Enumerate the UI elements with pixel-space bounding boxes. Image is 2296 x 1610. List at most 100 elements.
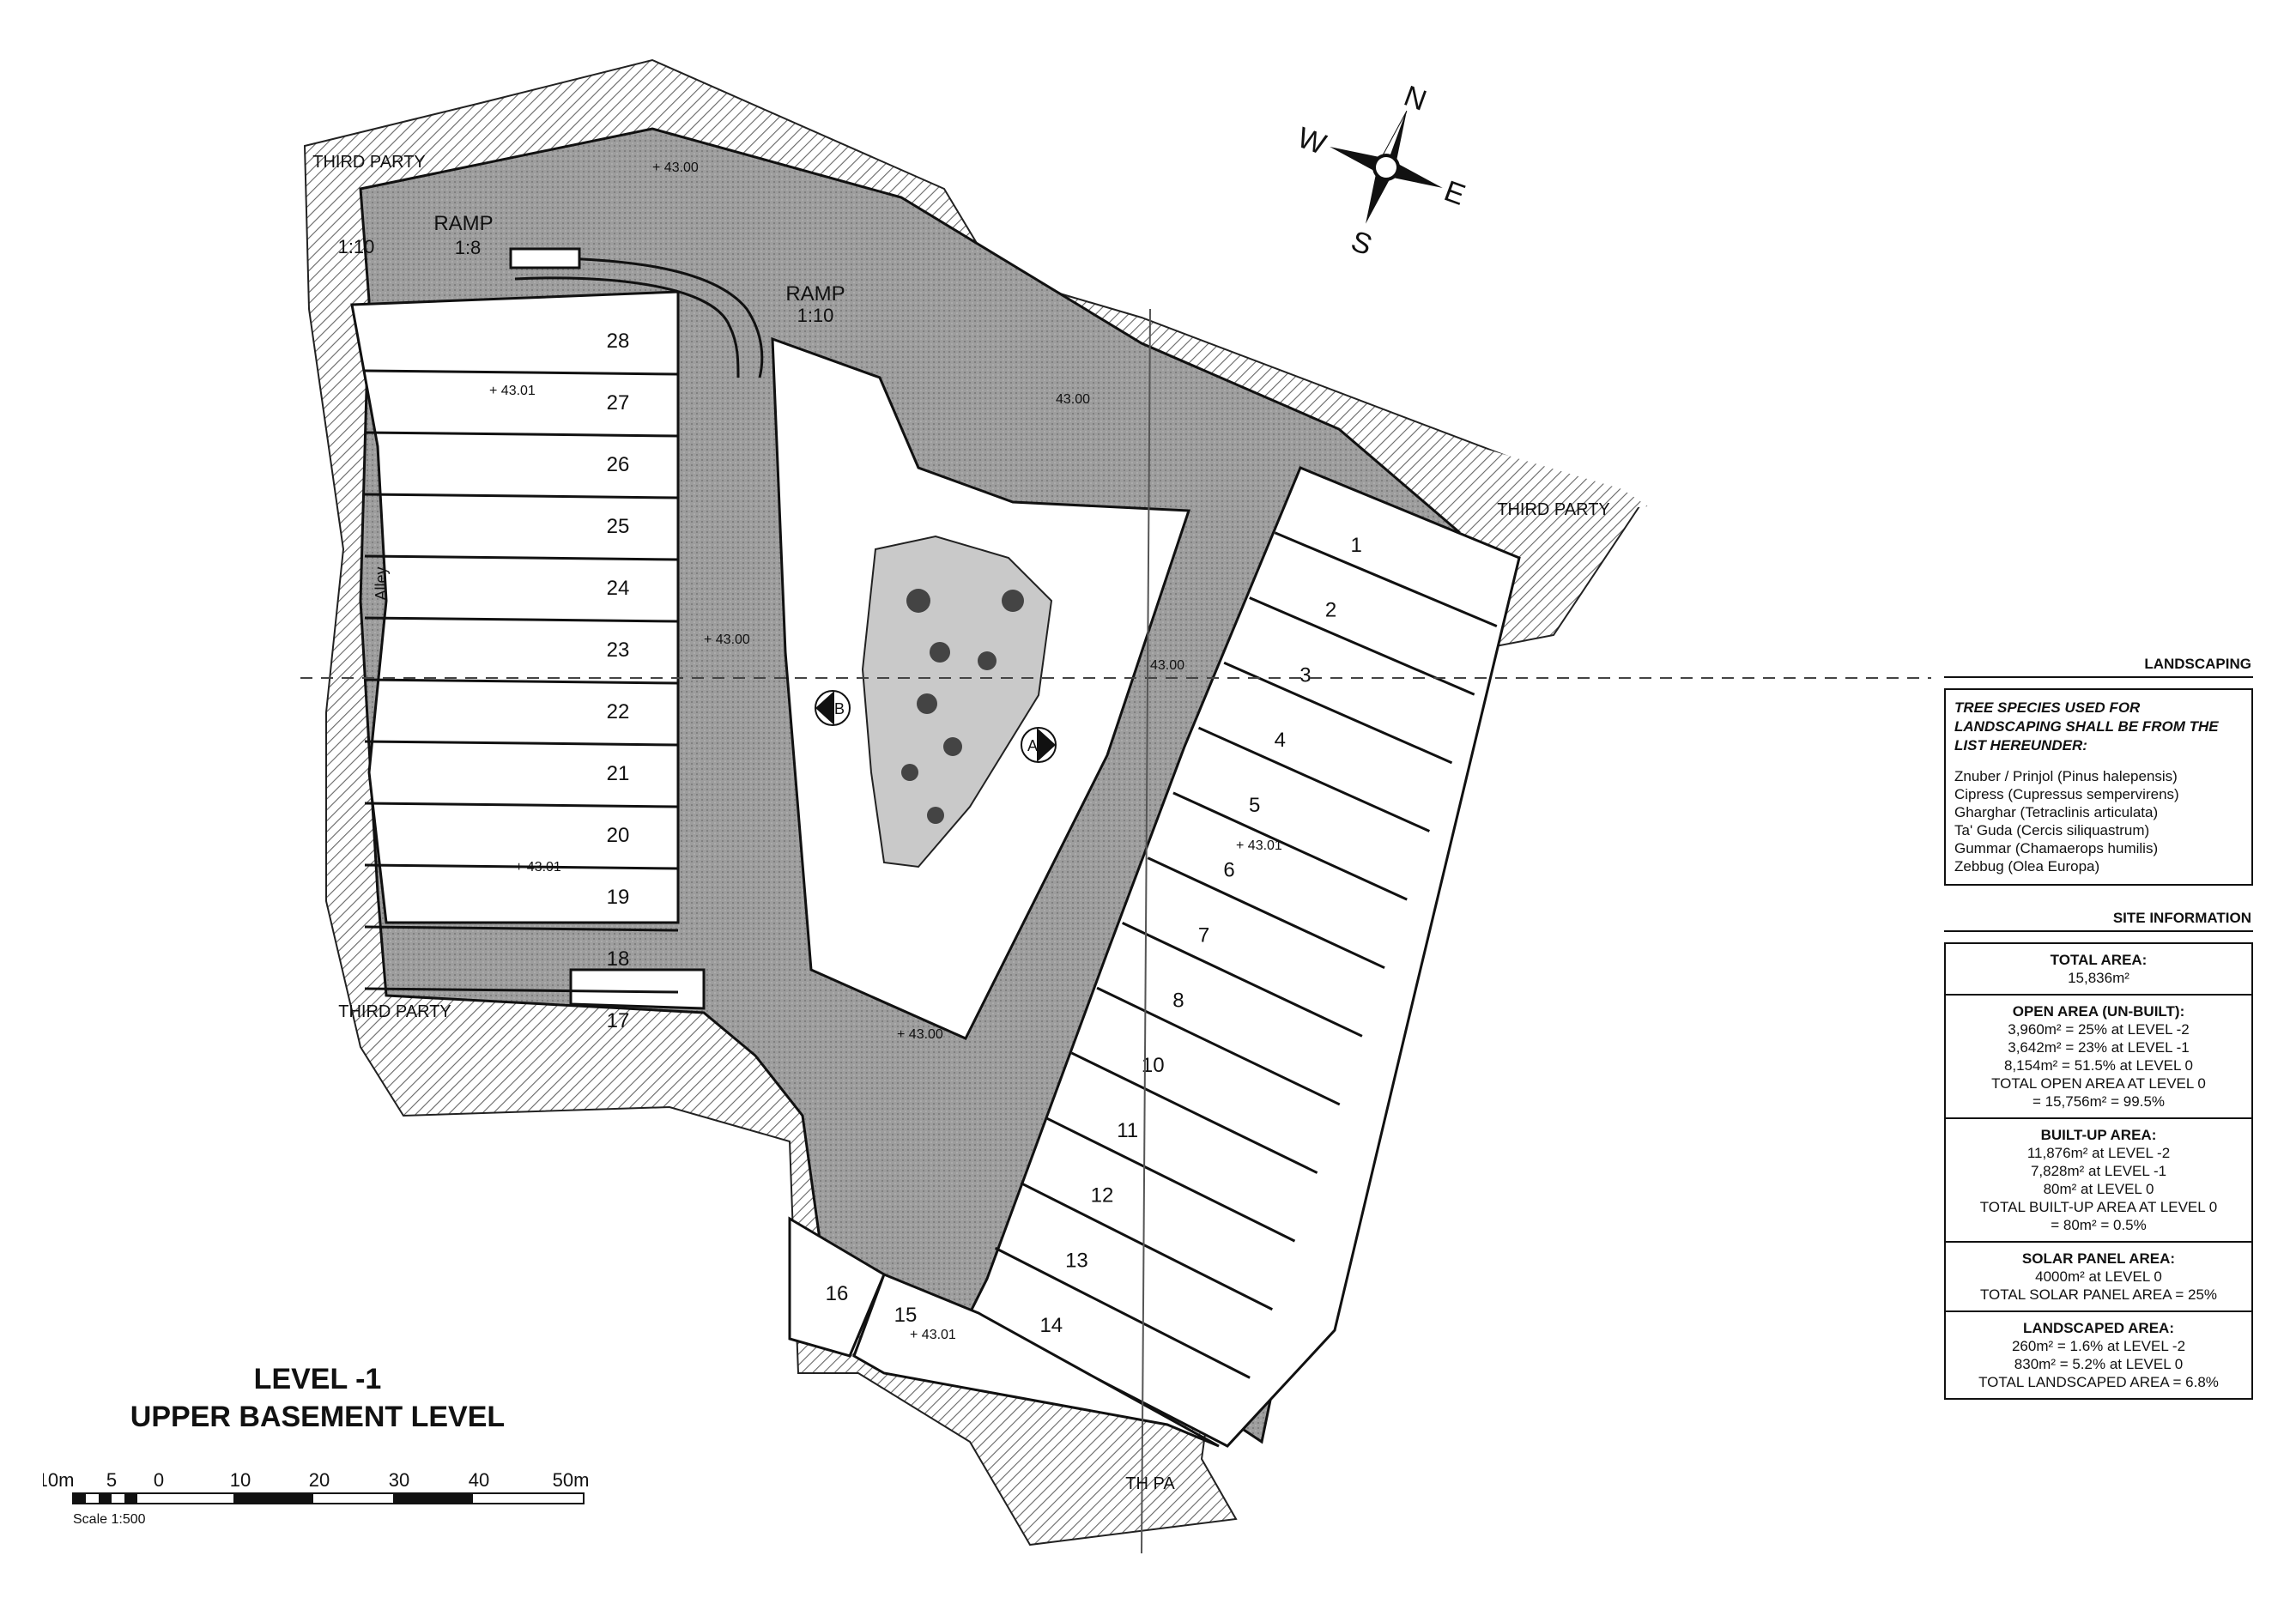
ramp-1-side-grade: 1:10 (338, 236, 375, 257)
site-info-box: TOTAL AREA: 15,836m² OPEN AREA (UN-BUILT… (1944, 942, 2253, 1400)
level-mark-6: + 43.01 (1236, 838, 1282, 853)
plot-divider (364, 802, 679, 808)
svg-text:A: A (1027, 737, 1038, 754)
plot-divider (364, 554, 679, 561)
drawing-title-line-2: UPPER BASEMENT LEVEL (130, 1401, 506, 1433)
courtyard-trees (901, 589, 1024, 824)
plot-divider (1045, 1117, 1296, 1243)
plot-3-label: 3 (1299, 663, 1311, 687)
level-mark-3: 43.00 (1056, 392, 1090, 407)
level-mark-2: + 43.01 (489, 384, 536, 398)
level-mark-7: + 43.00 (897, 1027, 943, 1042)
species-list: Znuber / Prinjol (Pinus halepensis) Cipr… (1946, 767, 2251, 884)
sheet-join-line (1141, 308, 1151, 1554)
plot-15-label: 15 (894, 1304, 918, 1327)
plot-26-label: 26 (607, 453, 630, 476)
plan-text-labels: THIRD PARTY THIRD PARTY THIRD PARTY TH P… (312, 153, 1610, 1493)
plot-8-label: 8 (1172, 989, 1184, 1012)
north-arrow: N S E W (1293, 80, 1469, 263)
site-landscaped-area: LANDSCAPED AREA: 260m² = 1.6% at LEVEL -… (1946, 1310, 2251, 1398)
drawing-title: LEVEL -1 UPPER BASEMENT LEVEL (60, 1360, 575, 1436)
third-party-ne-label: THIRD PARTY (1497, 500, 1610, 519)
plot-divider (1172, 791, 1408, 901)
plot-divider (1122, 922, 1363, 1038)
plot-24-label: 24 (607, 577, 630, 600)
scale-tick-label: 20 (309, 1469, 330, 1491)
list-item: Gummar (Chamaerops humilis) (1954, 840, 2159, 856)
plot-divider (1147, 856, 1385, 970)
drawing-title-line-1: LEVEL -1 (253, 1363, 382, 1395)
ramp-2-label: RAMP (785, 282, 845, 306)
ramp-curve (509, 247, 764, 378)
plot-divider (364, 431, 679, 438)
scale-tick-label: 50m (553, 1469, 590, 1491)
plot-divider (364, 369, 679, 376)
plot-divider (364, 678, 679, 685)
plot-28-label: 28 (607, 330, 630, 353)
plot-5-label: 5 (1249, 794, 1260, 817)
level-mark-9: 43.00 (1150, 658, 1184, 673)
plot-7-label: 7 (1198, 924, 1209, 947)
section-marker-b: B (815, 690, 851, 726)
third-party-s-label: TH PA (1125, 1474, 1175, 1493)
side-panel: LANDSCAPING TREE SPECIES USED FOR LANDSC… (1944, 652, 2253, 1400)
plot-14-label: 14 (1039, 1314, 1063, 1337)
level-mark-1: + 43.00 (652, 160, 699, 175)
site-solar-panel-area: SOLAR PANEL AREA: 4000m² at LEVEL 0 TOTA… (1946, 1241, 2251, 1310)
plot-21-label: 21 (607, 762, 630, 785)
plot-12-label: 12 (1091, 1184, 1114, 1208)
site-info-heading: SITE INFORMATION (1944, 906, 2253, 932)
list-item: Znuber / Prinjol (Pinus halepensis) (1954, 768, 2178, 784)
plot-11-label: 11 (1117, 1119, 1138, 1142)
plot-divider (364, 925, 679, 932)
list-item: Ta' Guda (Cercis siliquastrum) (1954, 822, 2150, 838)
list-item: Zebbug (Olea Europa) (1954, 858, 2100, 875)
plot-divider (1020, 1182, 1273, 1311)
third-party-sw-label: THIRD PARTY (338, 1002, 451, 1021)
plot-1-label: 1 (1351, 534, 1362, 557)
scale-tick-label: 30 (389, 1469, 409, 1491)
scale-tick-label: 10m (43, 1469, 74, 1491)
section-marker-a: A (1021, 727, 1057, 763)
left-plot-dividers (364, 369, 679, 994)
plot-divider (1223, 661, 1453, 765)
level-mark-5: + 43.01 (515, 860, 561, 875)
scale-bar-tick-labels: 10m501020304050m (43, 1469, 589, 1491)
landscaping-intro: TREE SPECIES USED FOR LANDSCAPING SHALL … (1954, 699, 2219, 754)
landscaping-box: TREE SPECIES USED FOR LANDSCAPING SHALL … (1944, 688, 2253, 886)
plot-divider (364, 863, 679, 870)
plot-divider (1096, 986, 1341, 1106)
scale-tick-label: 10 (230, 1469, 251, 1491)
site-open-area: OPEN AREA (UN-BUILT): 3,960m² = 25% at L… (1946, 994, 2251, 1117)
plot-20-label: 20 (607, 824, 630, 847)
plot-divider (364, 740, 679, 747)
list-item: Cipress (Cupressus sempervirens) (1954, 786, 2179, 802)
plot-2-label: 2 (1325, 599, 1336, 622)
plot-19-label: 19 (607, 886, 630, 909)
right-plots-block (967, 466, 1521, 1448)
scale-text: Scale 1:500 (73, 1512, 146, 1527)
compass-w: W (1293, 121, 1330, 161)
south-plots-block (788, 1216, 1220, 1448)
third-party-nw-label: THIRD PARTY (312, 153, 426, 172)
plot-divider (1274, 531, 1498, 627)
plot-17-label: 17 (607, 1009, 630, 1032)
plot-4-label: 4 (1275, 729, 1286, 752)
plot-divider (364, 987, 679, 994)
alley-label: Alley (373, 566, 390, 600)
plot-divider (1070, 1051, 1318, 1174)
ramp-1-label: RAMP (433, 212, 493, 235)
level-mark-8: + 43.01 (910, 1328, 956, 1342)
plot-16-label: 16 (826, 1282, 849, 1305)
plot-divider (994, 1246, 1251, 1379)
right-plot-dividers (994, 531, 1498, 1379)
scale-bar: 10m501020304050m Scale 1:500 (43, 1469, 589, 1527)
plot-divider (364, 616, 679, 623)
scale-tick-label: 5 (106, 1469, 117, 1491)
level-mark-4: + 43.00 (704, 632, 750, 647)
plot-6-label: 6 (1223, 859, 1234, 882)
plot-22-label: 22 (607, 700, 630, 723)
plot-27-label: 27 (607, 391, 630, 415)
